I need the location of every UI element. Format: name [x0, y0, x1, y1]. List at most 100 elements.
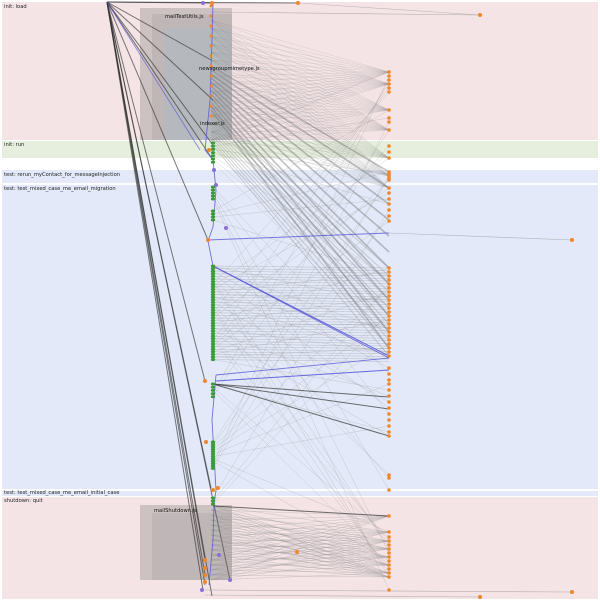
call-node-139: [387, 400, 391, 404]
call-edge-208: [212, 151, 390, 316]
call-edge-31: [210, 27, 390, 189]
call-edge-319: [210, 569, 390, 574]
call-edge-321: [210, 548, 390, 576]
call-edge-255: [212, 425, 390, 457]
call-node-180: [201, 1, 205, 5]
phase-label-init-load: init: load: [4, 4, 27, 10]
call-node-61: [210, 350, 216, 354]
call-edge-17: [297, 2, 481, 16]
call-node-77: [210, 457, 216, 461]
call-node-135: [387, 378, 391, 382]
call-edge-48: [210, 51, 390, 111]
call-node-110: [387, 266, 391, 270]
call-edge-73: [210, 75, 390, 189]
call-node-62: [210, 352, 216, 356]
call-edge-353: [215, 369, 390, 382]
call-edge-187: [212, 286, 390, 290]
call-edge-151: [210, 139, 390, 349]
call-edge-240: [212, 347, 390, 358]
call-edge-261: [212, 209, 390, 499]
call-node-86: [387, 74, 391, 78]
call-edge-231: [212, 343, 390, 347]
call-edge-354: [106, 1, 201, 151]
call-edge-316: [210, 515, 390, 571]
call-edge-299: [210, 544, 390, 578]
call-node-151: [387, 535, 391, 539]
call-node-89: [387, 86, 391, 90]
call-edge-244: [212, 383, 390, 433]
call-edge-2: [106, 1, 212, 61]
call-edge-142: [210, 89, 390, 269]
call-edge-76: [210, 83, 390, 111]
call-node-8: [209, 84, 213, 88]
call-edge-210: [212, 187, 390, 319]
call-edge-239: [212, 354, 390, 357]
call-node-141: [387, 412, 391, 416]
call-node-126: [387, 330, 391, 334]
call-edge-37: [210, 35, 390, 177]
call-node-119: [387, 302, 391, 306]
call-edge-262: [212, 283, 390, 502]
call-node-92: [387, 116, 391, 120]
call-node-185: [217, 553, 221, 557]
call-node-90: [387, 90, 391, 94]
call-edge-264: [210, 504, 390, 533]
call-edge-122: [210, 131, 390, 189]
call-edge-332: [388, 232, 573, 241]
call-edge-126: [210, 129, 390, 141]
call-node-12: [210, 141, 216, 145]
call-node-84: [210, 502, 216, 506]
call-edge-277: [210, 519, 390, 542]
call-edge-196: [212, 299, 390, 357]
call-node-54: [210, 332, 216, 336]
file-label-indexer: indexer.js: [200, 121, 225, 127]
call-edge-158: [212, 155, 390, 281]
call-edge-248: [212, 129, 390, 397]
call-node-116: [387, 290, 391, 294]
call-node-71: [210, 442, 216, 446]
call-node-172: [203, 558, 207, 562]
call-node-7: [209, 74, 213, 78]
call-edge-54: [210, 59, 390, 85]
call-node-46: [210, 311, 216, 315]
call-edge-134: [210, 73, 390, 205]
call-node-108: [387, 214, 391, 218]
call-edge-155: [212, 117, 390, 147]
call-node-6: [209, 64, 213, 68]
call-node-150: [387, 530, 391, 534]
call-edge-166: [212, 109, 390, 212]
call-edge-38: [210, 35, 390, 189]
call-node-113: [387, 278, 391, 282]
call-node-68: [210, 392, 216, 396]
call-node-137: [387, 388, 391, 392]
call-edge-236: [212, 291, 390, 352]
call-edge-22: [210, 19, 390, 159]
call-edge-35: [210, 35, 390, 131]
call-edge-4: [106, 1, 214, 146]
call-node-58: [210, 342, 216, 346]
call-edge-156: [212, 149, 390, 175]
call-edge-88: [210, 71, 390, 101]
call-edge-312: [210, 531, 390, 566]
call-edge-328: [212, 505, 390, 517]
call-edge-258: [212, 75, 390, 464]
call-node-161: [387, 575, 391, 579]
call-edge-350: [212, 504, 215, 541]
call-node-27: [210, 218, 216, 222]
call-edge-284: [210, 515, 390, 531]
call-edge-324: [210, 515, 390, 581]
call-edge-108: [210, 115, 390, 189]
call-edge-292: [210, 515, 390, 541]
call-edge-123: [210, 71, 390, 141]
call-node-26: [210, 215, 216, 219]
call-edge-116: [210, 71, 390, 133]
call-node-118: [387, 298, 391, 302]
call-edge-232: [212, 179, 390, 347]
call-edge-278: [210, 519, 390, 558]
call-edge-189: [212, 289, 390, 292]
call-node-169: [203, 379, 207, 383]
call-node-117: [387, 294, 391, 298]
call-edge-251: [212, 287, 390, 447]
call-edge-338: [209, 39, 213, 101]
call-node-82: [210, 496, 216, 500]
